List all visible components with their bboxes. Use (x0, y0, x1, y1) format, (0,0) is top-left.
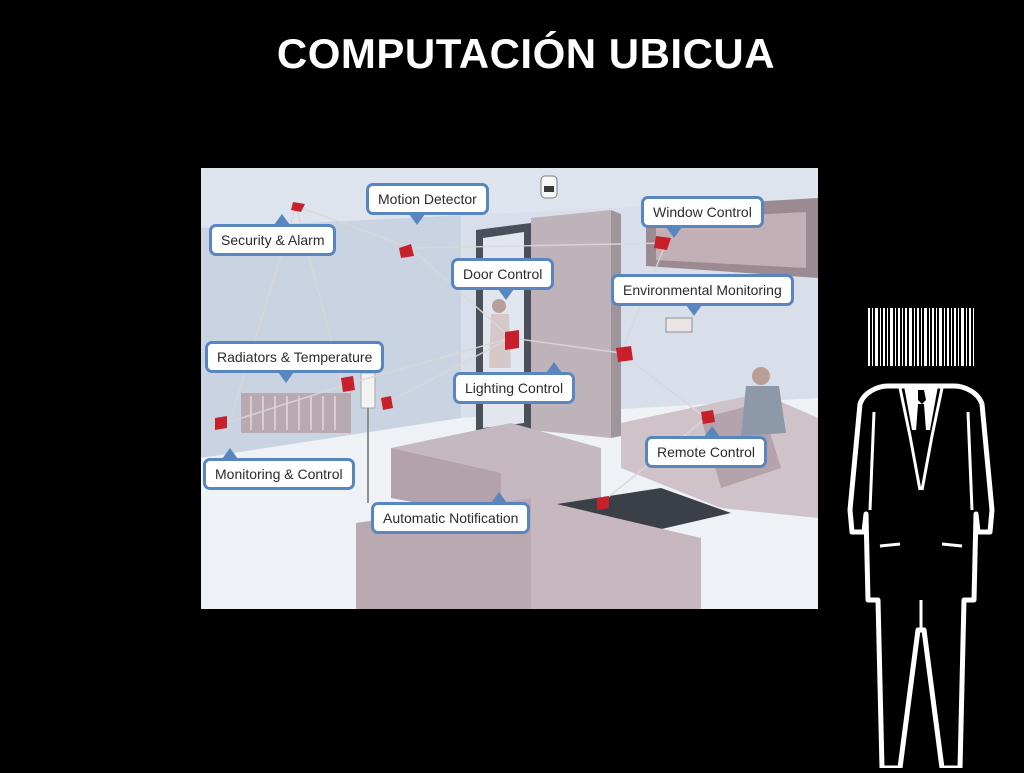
callout-monitoring-control: Monitoring & Control (203, 448, 355, 490)
callout-automatic-notification: Automatic Notification (371, 492, 531, 534)
callout-radiators-temperature: Radiators & Temperature (205, 341, 385, 383)
barcode-icon (868, 308, 974, 366)
slide-title: COMPUTACIÓN UBICUA (276, 30, 776, 77)
callout-security-alarm: Security & Alarm (209, 214, 337, 256)
barcode-head-suit-figure-icon (838, 300, 1008, 771)
callout-door-control: Door Control (451, 258, 555, 300)
callout-lighting-control: Lighting Control (453, 362, 576, 404)
callout-remote-control: Remote Control (645, 426, 768, 468)
smart-home-diagram: Security & Alarm Motion Detector Window … (201, 168, 818, 609)
callout-window-control: Window Control (641, 196, 764, 238)
callout-motion-detector: Motion Detector (366, 183, 489, 225)
callout-environmental-monitoring: Environmental Monitoring (611, 274, 794, 316)
